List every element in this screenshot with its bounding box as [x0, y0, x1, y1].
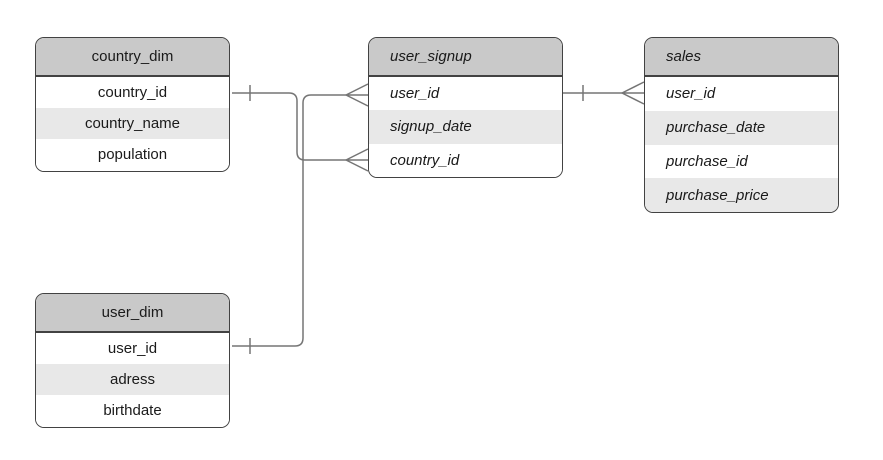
- entity-title: user_signup: [390, 48, 472, 65]
- field-row-purchase_date[interactable]: purchase_date: [645, 110, 838, 145]
- entity-header[interactable]: sales: [645, 38, 838, 77]
- field-row-purchase_price[interactable]: purchase_price: [645, 178, 838, 213]
- connector-country-dim-to-user-signup[interactable]: [232, 85, 369, 172]
- field-row-population[interactable]: population: [36, 139, 229, 171]
- crow-foot-many-icon: [345, 148, 369, 172]
- field-row-country_id[interactable]: country_id: [36, 77, 229, 109]
- field-row-country_id[interactable]: country_id: [369, 143, 562, 177]
- field-row-signup_date[interactable]: signup_date: [369, 110, 562, 144]
- field-row-user_id[interactable]: user_id: [369, 77, 562, 111]
- field-row-user_id[interactable]: user_id: [645, 77, 838, 111]
- connector-line[interactable]: [232, 92, 346, 161]
- field-row-adress[interactable]: adress: [36, 364, 229, 396]
- entity-header[interactable]: country_dim: [36, 38, 229, 77]
- connector-user-dim-to-user-signup[interactable]: [232, 83, 369, 354]
- crow-foot-many-icon: [621, 81, 645, 105]
- entity-title: sales: [666, 48, 702, 65]
- entity-header[interactable]: user_dim: [36, 294, 229, 333]
- connector-user-signup-to-sales[interactable]: [563, 81, 645, 105]
- field-row-country_name[interactable]: country_name: [36, 108, 229, 140]
- field-row-birthdate[interactable]: birthdate: [36, 395, 229, 427]
- entity-title: country_dim: [91, 48, 174, 65]
- field-row-purchase_id[interactable]: purchase_id: [645, 144, 838, 179]
- entity-title: user_dim: [101, 304, 164, 321]
- crow-foot-many-icon: [345, 83, 369, 107]
- connector-line[interactable]: [232, 94, 346, 347]
- entity-header[interactable]: user_signup: [369, 38, 562, 77]
- field-row-user_id[interactable]: user_id: [36, 333, 229, 365]
